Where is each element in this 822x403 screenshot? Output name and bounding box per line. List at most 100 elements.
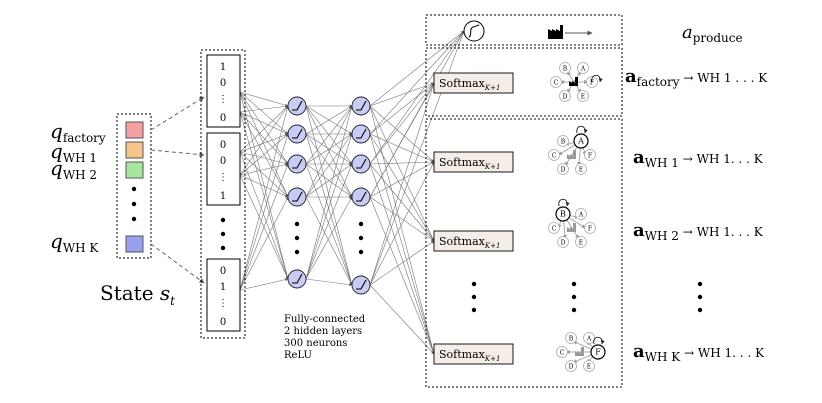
svg-text:D: D xyxy=(561,240,566,247)
graph-node: E xyxy=(575,163,587,175)
svg-text:B: B xyxy=(560,210,566,219)
connection xyxy=(239,104,289,113)
softmax-box: SoftmaxK+1 xyxy=(433,343,514,365)
connection xyxy=(305,163,353,198)
onehot-stack: 1 0 ⋮ 0 0 0 ⋮ 1 0 1 ⋮ 0 xyxy=(200,49,246,339)
onehot-value: 1 xyxy=(220,62,226,73)
softmax-box: SoftmaxK+1 xyxy=(433,230,514,252)
graph-node: B xyxy=(559,62,571,74)
graph-node: D xyxy=(557,163,569,175)
label-a-wh1: aWH 1 → WH 1. . . K xyxy=(633,147,764,170)
svg-text:B: B xyxy=(561,139,566,146)
connection xyxy=(239,105,289,291)
graph-node: F xyxy=(584,149,596,161)
connection xyxy=(239,111,289,165)
connection xyxy=(369,163,435,242)
factory-icon xyxy=(575,347,584,356)
connection xyxy=(369,82,435,286)
graph-node: B xyxy=(565,332,577,344)
ellipsis-dot xyxy=(358,235,364,241)
ellipsis-dot xyxy=(294,235,300,241)
connection xyxy=(239,91,289,165)
svg-text:C: C xyxy=(560,350,565,357)
graph-node: A xyxy=(575,208,587,220)
graph-node: F xyxy=(584,222,596,234)
graph-node: E xyxy=(583,360,595,372)
ellipsis-dot xyxy=(294,249,300,255)
svg-text:F: F xyxy=(588,153,592,160)
label-a-produce: aproduce xyxy=(682,22,743,45)
svg-text:F: F xyxy=(590,80,594,87)
relu-neuron xyxy=(287,96,307,116)
relu-neuron xyxy=(287,187,307,207)
onehot-value: ⋮ xyxy=(218,172,228,183)
onehot-value: 1 xyxy=(220,191,226,202)
relu-neuron xyxy=(351,275,371,295)
label-q-wh1: qWH 1 xyxy=(50,139,97,165)
svg-text:D: D xyxy=(563,94,568,101)
connection xyxy=(369,30,465,107)
connection xyxy=(369,161,435,198)
graph-node: D xyxy=(559,90,571,102)
connection xyxy=(239,105,289,153)
connection xyxy=(369,196,435,242)
connection xyxy=(305,163,353,286)
connection xyxy=(305,105,353,135)
label-q-whk: qWH K xyxy=(50,229,99,255)
connection xyxy=(239,105,289,176)
connection xyxy=(305,196,353,280)
onehot-value: ⋮ xyxy=(218,298,228,309)
relu-neuron xyxy=(287,124,307,144)
relu-neuron xyxy=(351,96,371,116)
svg-text:E: E xyxy=(587,364,591,371)
connection xyxy=(239,278,289,291)
graph-node: F xyxy=(590,344,606,360)
connection xyxy=(305,196,353,286)
state-cell-wh1 xyxy=(125,141,144,159)
state-cell-wh2 xyxy=(125,161,144,179)
onehot-value: 1 xyxy=(220,282,226,293)
ellipsis-dot xyxy=(220,217,226,223)
connection xyxy=(239,111,289,280)
connection xyxy=(239,111,289,135)
svg-text:A: A xyxy=(578,212,584,219)
ellipsis-dot xyxy=(220,231,226,237)
graph-node: E xyxy=(577,90,589,102)
connection xyxy=(239,151,289,198)
svg-text:F: F xyxy=(595,348,601,357)
graph-node: C xyxy=(556,346,568,358)
state-to-onehot-links xyxy=(150,96,205,284)
connection xyxy=(305,105,353,286)
graph-node: E xyxy=(575,236,587,248)
connection xyxy=(239,174,289,198)
label-a-factory: afactory → WH 1 . . . K xyxy=(625,66,768,89)
graph-node: C xyxy=(548,149,560,161)
factory-icon xyxy=(567,150,576,159)
relu-neuron xyxy=(351,124,371,144)
svg-text:C: C xyxy=(554,80,559,87)
svg-text:C: C xyxy=(552,226,557,233)
connection xyxy=(305,105,353,198)
connection xyxy=(369,133,435,355)
onehot-value: 0 xyxy=(220,78,226,89)
softmax-box: SoftmaxK+1 xyxy=(433,151,514,173)
onehot-value: 0 xyxy=(220,113,226,124)
warehouse-panel xyxy=(425,118,623,388)
graph-node: D xyxy=(565,360,577,372)
label-a-whk: aWH K → WH 1. . . K xyxy=(633,341,765,364)
svg-text:E: E xyxy=(579,167,583,174)
connection xyxy=(369,161,435,286)
output-heads: SoftmaxK+1SoftmaxK+1SoftmaxK+1SoftmaxK+1… xyxy=(425,14,703,388)
connection xyxy=(369,133,435,242)
connection xyxy=(369,240,435,286)
svg-text:A: A xyxy=(577,137,584,146)
svg-text:B: B xyxy=(563,66,568,73)
svg-text:E: E xyxy=(579,240,583,247)
relu-neuron xyxy=(287,154,307,174)
caption-line: 300 neurons xyxy=(284,338,347,349)
state-cell-factory xyxy=(125,121,144,139)
factory-icon xyxy=(548,25,563,39)
connection xyxy=(369,160,435,165)
